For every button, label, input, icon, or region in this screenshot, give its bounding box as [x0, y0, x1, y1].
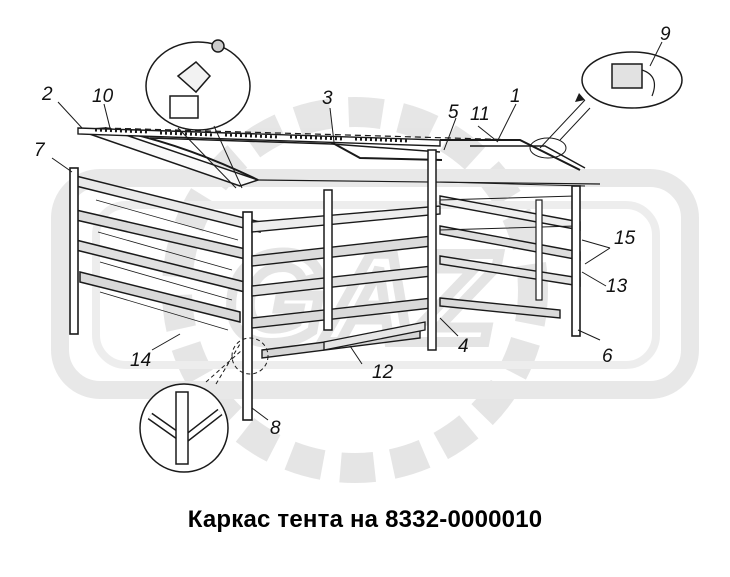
callout-11: 11: [470, 104, 490, 125]
callout-9: 9: [660, 24, 671, 45]
callout-10: 10: [92, 86, 114, 107]
callout-2: 2: [41, 84, 53, 105]
callout-8: 8: [270, 418, 281, 439]
callout-14: 14: [130, 350, 151, 371]
right-posts: [535, 185, 581, 337]
middle-posts: [323, 149, 437, 351]
callout-1: 1: [510, 86, 521, 107]
detail-corner: [139, 337, 269, 473]
roof-hoops: [77, 127, 601, 187]
callout-3: 3: [322, 88, 333, 109]
detail-lock: [529, 51, 683, 159]
rear-side-boards: [439, 181, 586, 319]
left-posts: [69, 167, 253, 421]
diagram-caption: Каркас тента на 8332-0000010: [187, 506, 543, 533]
roof-slats: [77, 127, 441, 147]
callout-labels: 1 2 3 4 5 6 7 8 9 10 11 12 13 14 15: [34, 24, 671, 439]
loose-board: [323, 321, 426, 351]
callout-6: 6: [602, 346, 613, 367]
callout-7: 7: [34, 140, 46, 161]
detail-hinge: [145, 39, 251, 189]
tent-frame-diagram: GAZ: [34, 24, 699, 483]
callout-13: 13: [606, 276, 628, 297]
callout-5: 5: [448, 102, 459, 123]
callout-4: 4: [458, 336, 469, 357]
callout-12: 12: [372, 362, 394, 383]
callout-15: 15: [614, 228, 636, 249]
leader-lines: [51, 41, 663, 421]
